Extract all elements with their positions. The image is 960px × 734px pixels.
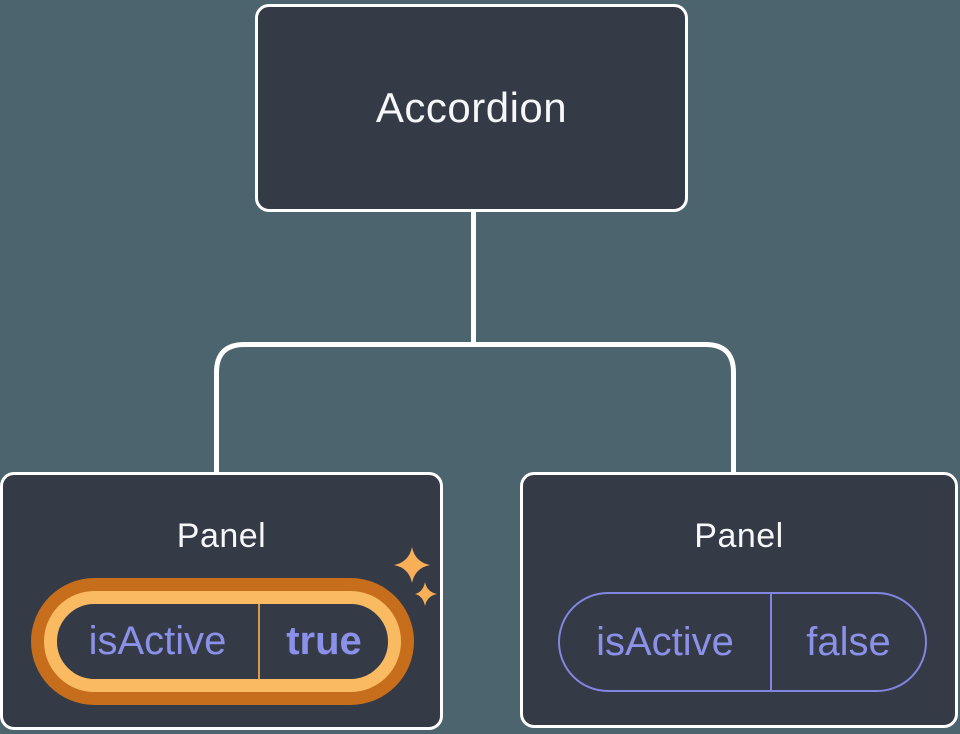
sparkle-large xyxy=(394,547,430,583)
panel-node-active: Panel isActive true xyxy=(0,472,443,730)
prop-name-cell: isActive xyxy=(57,604,260,679)
connector-branch xyxy=(214,342,736,474)
sparkles-icon xyxy=(394,547,437,606)
accordion-node: Accordion xyxy=(255,4,688,212)
prop-value-cell: true xyxy=(286,619,362,663)
prop-name-cell: isActive xyxy=(560,594,772,690)
panel-node-inactive: Panel isActive false xyxy=(520,472,958,728)
prop-value-cell: false xyxy=(806,619,891,664)
panel-node-label: Panel xyxy=(694,517,784,555)
panel-node-label: Panel xyxy=(176,517,267,555)
prop-pill-inactive: isActive false xyxy=(558,592,927,692)
prop-pill-active: isActive true xyxy=(44,591,401,692)
accordion-node-label: Accordion xyxy=(375,84,568,131)
sparkle-small xyxy=(415,582,437,606)
